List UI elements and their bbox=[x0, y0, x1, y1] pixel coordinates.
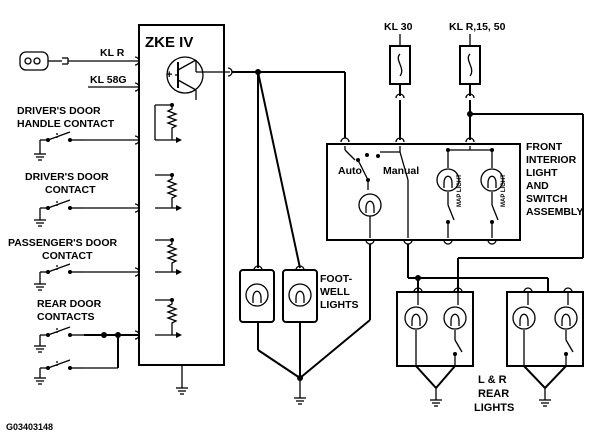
module-title: ZKE IV bbox=[145, 34, 193, 51]
rear-lights-label-line3: LIGHTS bbox=[474, 402, 514, 414]
drivers-door-contact: DRIVER'S DOOR CONTACT bbox=[25, 171, 140, 227]
front-title-line6: ASSEMBLY bbox=[526, 206, 583, 218]
rear-lights-label-line1: L & R bbox=[478, 374, 507, 386]
front-title-line1: FRONT bbox=[526, 141, 563, 153]
rear-door-contacts: REAR DOOR CONTACTS bbox=[33, 298, 140, 385]
output-wiring bbox=[227, 67, 350, 269]
kl-r-label: KL R bbox=[100, 47, 125, 59]
front-title-line3: LIGHT bbox=[526, 167, 558, 179]
kl-r-15-50-label: KL R,15, 50 bbox=[449, 21, 506, 33]
rear-lights-right bbox=[506, 287, 584, 407]
internal-resistors bbox=[154, 103, 182, 338]
drivers-door-handle-contact: DRIVER'S DOOR HANDLE CONTACT bbox=[17, 105, 140, 161]
figure-code: G03403148 bbox=[6, 422, 53, 432]
rear-lights-left bbox=[396, 287, 474, 407]
transistor-symbol: + bbox=[166, 56, 230, 100]
fuse-kl30: KL 30 bbox=[384, 21, 413, 143]
auto-label: Auto bbox=[338, 165, 362, 177]
zke-iv-module: ZKE IV + bbox=[138, 24, 230, 395]
drivers-door-label-line2: CONTACT bbox=[45, 184, 96, 196]
footwell-label-line1: FOOT- bbox=[320, 273, 353, 285]
rear-lights-label-line2: REAR bbox=[478, 388, 509, 400]
manual-label: Manual bbox=[383, 165, 419, 177]
map-light-right-label: MAP LIGHT bbox=[501, 174, 507, 207]
rear-door-label-line2: CONTACTS bbox=[37, 311, 95, 323]
kl30-label: KL 30 bbox=[384, 21, 413, 33]
plus-sign: + bbox=[166, 69, 172, 81]
kl-58g-label: KL 58G bbox=[90, 74, 127, 86]
footwell-lights: FOOT- WELL LIGHTS bbox=[239, 265, 371, 405]
rear-door-label-line1: REAR DOOR bbox=[37, 298, 102, 310]
map-light-left-label: MAP LIGHT bbox=[457, 174, 463, 207]
key-symbol bbox=[19, 51, 69, 71]
fuse-kl-r-15-50: KL R,15, 50 bbox=[449, 21, 584, 288]
front-interior-assembly: FRONT INTERIOR LIGHT AND SWITCH ASSEMBLY… bbox=[326, 141, 583, 245]
front-title-line5: SWITCH bbox=[526, 193, 567, 205]
drivers-handle-label-line1: DRIVER'S DOOR bbox=[17, 105, 101, 117]
passengers-door-label-line1: PASSENGER'S DOOR bbox=[8, 237, 117, 249]
footwell-label-line2: WELL bbox=[320, 286, 350, 298]
drivers-handle-label-line2: HANDLE CONTACT bbox=[17, 118, 115, 130]
front-title-line4: AND bbox=[526, 180, 549, 192]
drivers-door-label-line1: DRIVER'S DOOR bbox=[25, 171, 109, 183]
assembly-down-wiring bbox=[369, 244, 549, 320]
passengers-door-label-line2: CONTACT bbox=[42, 250, 93, 262]
rear-lights-label: L & R REAR LIGHTS bbox=[474, 374, 514, 414]
passengers-door-contact: PASSENGER'S DOOR CONTACT bbox=[8, 237, 140, 291]
footwell-label-line3: LIGHTS bbox=[320, 299, 359, 311]
front-title-line2: INTERIOR bbox=[526, 154, 577, 166]
